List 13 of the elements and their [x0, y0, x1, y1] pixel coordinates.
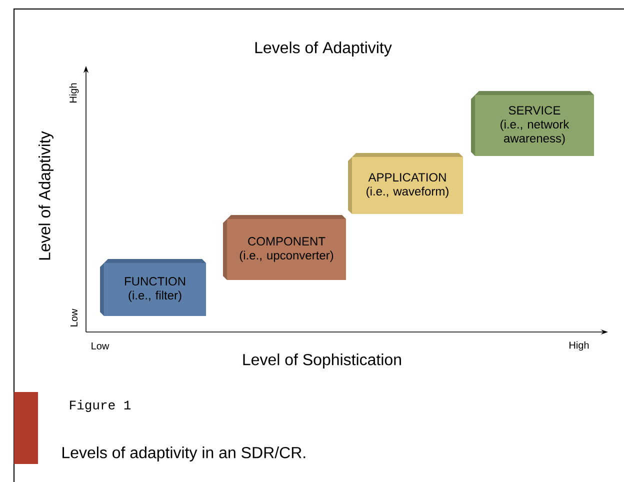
axis-title: Level of Sophistication [243, 354, 401, 368]
caption-text: Levels of adaptivity in an SDR/CR. [62, 446, 306, 462]
chart-title: Levels of Adaptivity [255, 42, 392, 56]
block-box: COMPONENT (i.e., upconverter) [223, 215, 346, 280]
axis-tick-label: High [570, 341, 589, 351]
block-box: SERVICE (i.e., network awareness) [471, 91, 594, 156]
block-box: APPLICATION (i.e., waveform) [348, 153, 463, 214]
figure-number: Figure 1 [70, 400, 131, 412]
axis-tick-label: Low [70, 308, 78, 326]
block-box: FUNCTION (i.e., filter) [100, 259, 206, 316]
axis-title: Level of Adaptivity [38, 131, 54, 260]
axis-tick-label: Low [92, 342, 110, 350]
axis-tick-label: High [69, 83, 79, 102]
